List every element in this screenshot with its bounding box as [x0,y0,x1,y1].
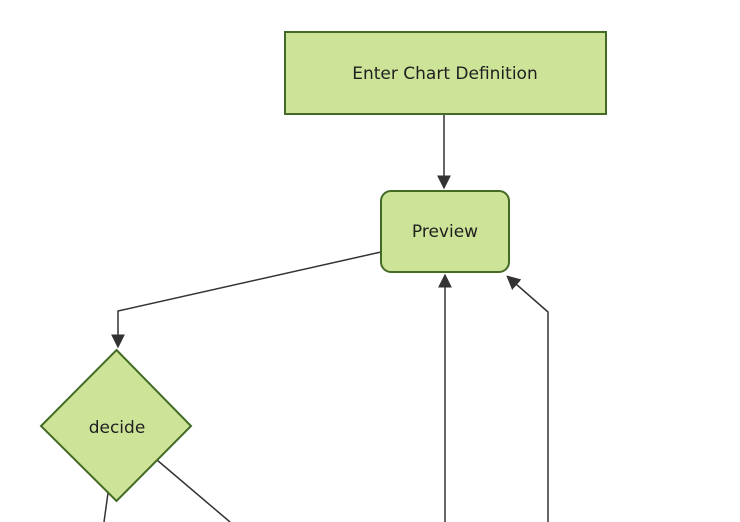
node-enter-chart-definition: Enter Chart Definition [284,31,607,115]
edge-decide-to-bottom-left [103,492,109,522]
preview-label: Preview [412,222,478,242]
edge-layer [103,114,549,522]
decide-label: decide [89,418,146,438]
edge-preview-to-decide [111,251,382,349]
enter-chart-definition-box [284,31,607,115]
node-decide: decide [39,348,193,503]
enter-chart-definition-label: Enter Chart Definition [352,64,537,84]
edge-bottom-to-preview-corner [506,275,549,522]
preview-box [380,190,510,273]
edge-decide-to-bottom-right [156,459,231,522]
node-preview: Preview [380,190,510,273]
decide-diamond [39,348,193,503]
